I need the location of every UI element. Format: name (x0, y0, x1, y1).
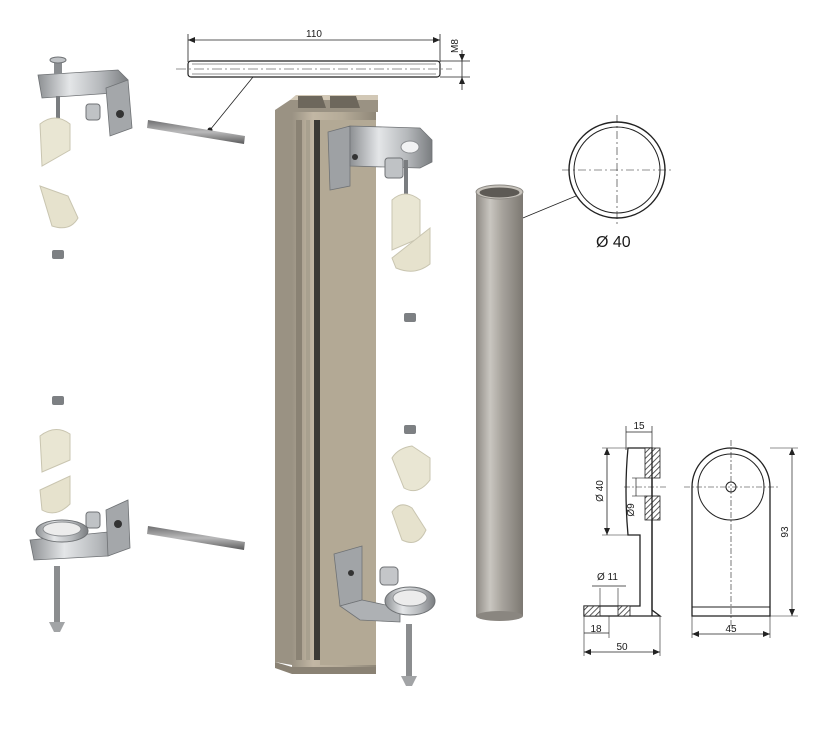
rod-length-label: 110 (306, 29, 322, 40)
rod-thread-label: M8 (450, 39, 461, 53)
tube-icon (475, 184, 524, 621)
inner-diameter-label: Ø9 (626, 503, 637, 517)
screw-icon (49, 566, 65, 632)
side-view-outline (583, 447, 662, 617)
nut-icon (404, 313, 416, 434)
rod-drawing: 110 M8 (176, 29, 470, 133)
aluminium-profile (275, 95, 378, 674)
top-width-label: 15 (633, 421, 645, 432)
clamp-icon (37, 56, 133, 137)
tube-diameter-drawing: Ø 40 (514, 115, 672, 251)
tube-diameter-label: Ø 40 (596, 234, 631, 251)
base-width-label: 45 (725, 624, 737, 635)
outer-diameter-label: Ø 40 (595, 480, 606, 502)
shaft-icon (147, 120, 245, 550)
total-length-label: 50 (616, 642, 628, 653)
clamp-icon (333, 545, 436, 623)
screw-icon (401, 624, 417, 686)
side-view-drawing: 15 Ø 40 Ø9 Ø 11 18 50 (583, 421, 668, 656)
wedge-icon (39, 429, 71, 514)
clamp-icon (327, 125, 433, 195)
nut-icon (52, 250, 64, 405)
rod-outline (187, 60, 441, 78)
front-view-drawing: 93 45 (684, 440, 798, 638)
foot-offset-label: 18 (590, 624, 602, 635)
wedge-icon (391, 193, 431, 543)
wedge-icon (39, 117, 79, 229)
clamp-icon (29, 499, 131, 561)
hole-diameter-label: Ø 11 (597, 572, 618, 583)
height-label: 93 (780, 526, 791, 538)
